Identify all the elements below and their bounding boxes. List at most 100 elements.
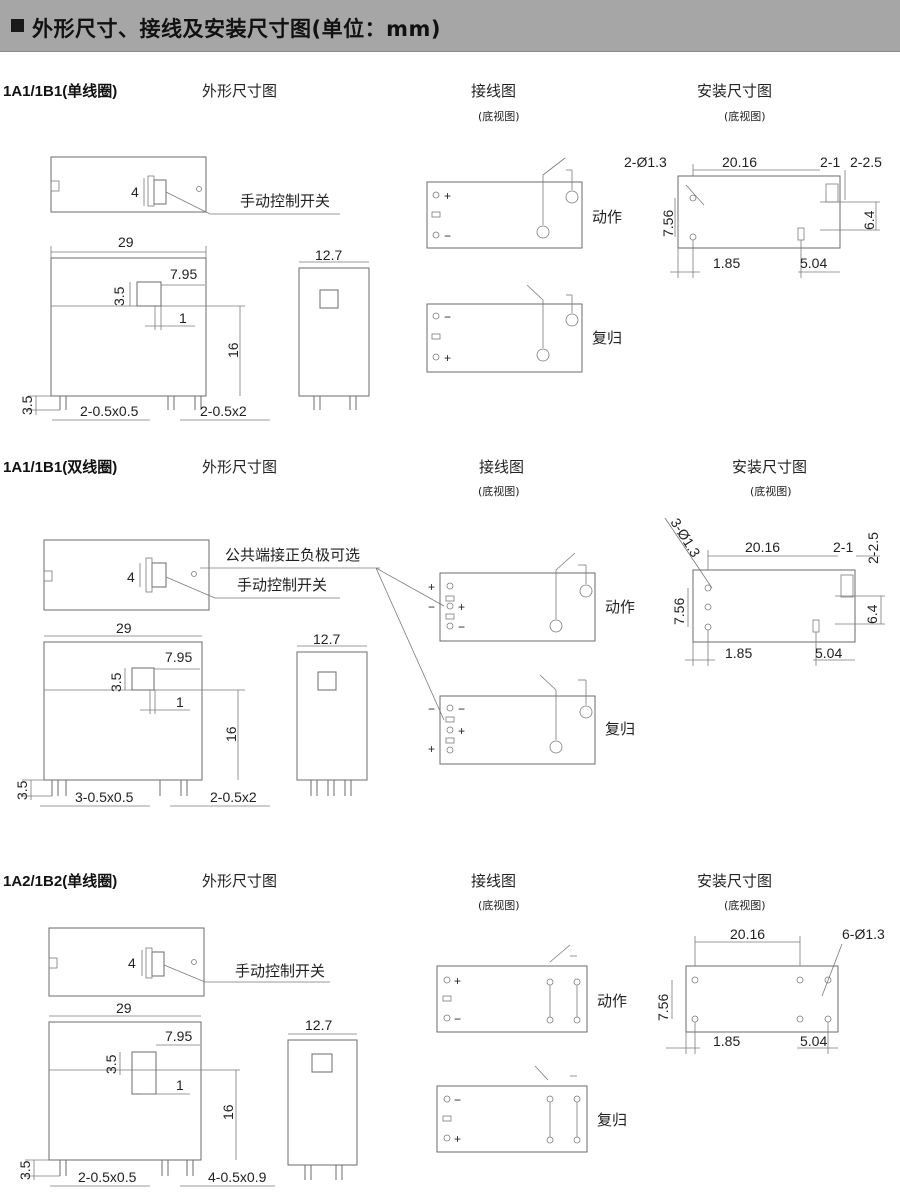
s1-dim-pin-h: 3.5 <box>19 395 35 415</box>
s1-dim-m-left: 1.85 <box>713 255 740 271</box>
s1-dim-btn-gap: 1 <box>179 310 187 326</box>
s2-side-view: 12.7 <box>296 631 368 796</box>
s1-wiring-action: + − 动作 <box>426 157 622 249</box>
s3-dim-width: 29 <box>116 1000 132 1016</box>
svg-text:+: + <box>428 742 435 756</box>
s3-dim-pins-left: 2-0.5x0.5 <box>78 1169 137 1185</box>
svg-text:−: − <box>428 600 435 614</box>
s2-dim-m-pin: 2-1 <box>833 539 853 555</box>
svg-text:−: − <box>444 310 451 324</box>
svg-text:+: + <box>444 189 451 203</box>
s3-wiring-reset: − + 复归 <box>436 1065 627 1153</box>
s2-dim-pins-right: 2-0.5x2 <box>210 789 257 805</box>
s3-dim-btn-h: 3.5 <box>103 1054 119 1074</box>
s1-dim-m-h: 7.56 <box>660 210 676 237</box>
s3-dim-m-left: 1.85 <box>713 1033 740 1049</box>
s1-dim-width: 29 <box>118 234 134 250</box>
s1-dim-pins-right: 2-0.5x2 <box>200 403 247 419</box>
s3-dim-pin-h: 3.5 <box>17 1160 33 1180</box>
section-2-wiring-caption: 接线图 <box>479 458 525 476</box>
svg-text:+: + <box>454 1132 461 1146</box>
svg-text:+: + <box>458 600 465 614</box>
s1-dim-m-pin2: 2-2.5 <box>850 154 882 170</box>
svg-text:+: + <box>444 351 451 365</box>
svg-text:−: − <box>454 1012 461 1026</box>
svg-text:+: + <box>458 724 465 738</box>
s2-dim-width: 29 <box>116 620 132 636</box>
s1-switch-label: 手动控制开关 <box>240 192 330 210</box>
section-3-mount-caption: 安装尺寸图 <box>697 872 773 890</box>
s2-dim-m-right: 5.04 <box>815 645 842 661</box>
svg-text:−: − <box>458 702 465 716</box>
svg-text:−: − <box>444 229 451 243</box>
svg-text:−: − <box>428 702 435 716</box>
s2-dim-btn-gap: 1 <box>176 694 184 710</box>
page-title: 外形尺寸、接线及安装尺寸图(单位：mm) <box>32 17 441 41</box>
s3-reset-label: 复归 <box>597 1111 627 1129</box>
section-3-mount-sub: (底视图) <box>724 899 766 912</box>
s2-dim-pin-h: 3.5 <box>14 780 30 800</box>
s2-dim-m-pin2: 2-2.5 <box>865 532 881 564</box>
s3-dim-top-h: 4 <box>128 955 136 971</box>
s2-action-label: 动作 <box>605 598 635 616</box>
s2-polarity-label: 公共端接正负极可选 <box>225 546 360 564</box>
section-1-mount-sub: (底视图) <box>724 110 766 123</box>
s3-front-view: 29 7.95 3.5 1 16 3.5 2-0.5x0.5 4-0.5x0.9 <box>17 1000 275 1187</box>
s3-switch-label: 手动控制开关 <box>235 962 325 980</box>
s3-dim-height: 16 <box>220 1104 236 1120</box>
section-3-wiring-caption: 接线图 <box>471 872 517 890</box>
section-2-outline-caption: 外形尺寸图 <box>202 458 278 476</box>
svg-text:−: − <box>458 620 465 634</box>
section-2-wiring-sub: (底视图) <box>478 485 520 498</box>
s3-wiring-action: + − 动作 <box>436 944 627 1033</box>
section-2-label: 1A1/1B1(双线圈) <box>3 459 118 476</box>
s2-dim-m-left: 1.85 <box>725 645 752 661</box>
s3-side-view: 12.7 <box>287 1017 358 1180</box>
section-3-outline-caption: 外形尺寸图 <box>202 872 278 890</box>
s3-dim-pins-right: 4-0.5x0.9 <box>208 1169 267 1185</box>
s1-dim-pins-left: 2-0.5x0.5 <box>80 403 139 419</box>
s2-dim-m-h2: 6.4 <box>864 604 880 624</box>
s1-dim-depth: 12.7 <box>315 247 342 263</box>
s3-dim-depth: 12.7 <box>305 1017 332 1033</box>
s3-action-label: 动作 <box>597 992 627 1010</box>
s3-dim-m-right: 5.04 <box>800 1033 827 1049</box>
s1-dim-btn-h: 3.5 <box>111 286 127 306</box>
s3-dim-m-holes: 6-Ø1.3 <box>842 926 885 942</box>
s1-dim-m-h2: 6.4 <box>861 210 877 230</box>
s2-wiring-reset: − − + + 复归 <box>428 674 635 765</box>
s2-dim-m-span: 20.16 <box>745 539 780 555</box>
s2-front-view: 29 7.95 3.5 1 16 3.5 3-0.5x0.5 2-0.5x2 <box>14 620 270 807</box>
svg-text:−: − <box>454 1093 461 1107</box>
s2-dim-top-h: 4 <box>127 569 135 585</box>
s1-dim-m-span: 20.16 <box>722 154 757 170</box>
s2-dim-btn-w: 7.95 <box>165 649 192 665</box>
s2-top-view: 4 公共端接正负极可选 手动控制开关 <box>43 539 445 721</box>
s1-dim-m-right: 5.04 <box>800 255 827 271</box>
page-header: 外形尺寸、接线及安装尺寸图(单位：mm) <box>0 0 900 52</box>
s2-wiring-action: + − + − 动作 <box>428 552 635 642</box>
s1-action-label: 动作 <box>592 208 622 226</box>
s1-dim-btn-w: 7.95 <box>170 266 197 282</box>
section-2-mount-sub: (底视图) <box>750 485 792 498</box>
s1-dim-height: 16 <box>225 342 241 358</box>
s3-dim-m-span: 20.16 <box>730 926 765 942</box>
s3-dim-btn-w: 7.95 <box>165 1028 192 1044</box>
s1-wiring-reset: − + 复归 <box>426 284 622 373</box>
s3-mount: 20.16 6-Ø1.3 7.56 1.85 5.04 <box>655 926 885 1054</box>
section-1-label: 1A1/1B1(单线圈) <box>3 83 118 100</box>
s1-dim-m-pin: 2-1 <box>820 154 840 170</box>
s2-dim-depth: 12.7 <box>313 631 340 647</box>
section-3-wiring-sub: (底视图) <box>478 899 520 912</box>
s1-side-view: 12.7 <box>298 247 370 410</box>
section-1-mount-caption: 安装尺寸图 <box>697 82 773 100</box>
s2-dim-m-h: 7.56 <box>671 598 687 625</box>
svg-text:+: + <box>428 580 435 594</box>
section-1-wiring-caption: 接线图 <box>471 82 517 100</box>
s1-mount: 20.16 2-Ø1.3 2-1 2-2.5 6.4 7.56 1.85 5.0… <box>624 154 882 278</box>
s2-dim-height: 16 <box>223 726 239 742</box>
s1-dim-m-holes: 2-Ø1.3 <box>624 154 667 170</box>
